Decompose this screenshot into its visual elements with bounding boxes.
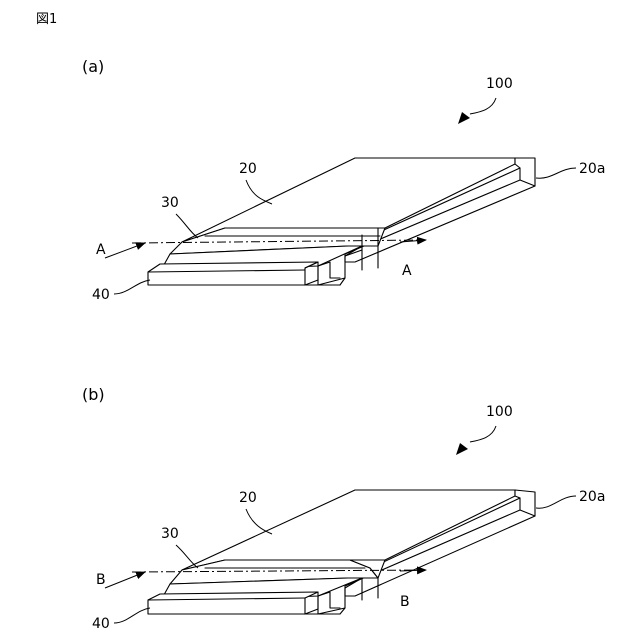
ref-arrowhead-100-b: [456, 443, 468, 455]
ref-device-100-b: 100: [486, 404, 513, 420]
lead-30-a: [176, 214, 198, 238]
panel-label-b: (b): [82, 385, 105, 404]
section-label-start-b: B: [96, 572, 106, 588]
ref-side-20a-b: 20a: [579, 489, 605, 505]
ref-body-20-a: 20: [239, 161, 257, 177]
section-label-end-a: A: [402, 263, 412, 279]
lead-20a-b: [536, 496, 576, 508]
ref-arrow-100-b: [470, 426, 496, 442]
lead-30-b: [176, 545, 198, 568]
device-drawing-b: [148, 490, 535, 614]
ref-arrowhead-100-a: [458, 112, 470, 124]
strip-40-bottom-end-a: [305, 280, 318, 285]
ref-arrow-100-a: [470, 98, 496, 114]
lead-20a-a: [536, 168, 576, 178]
body-top-surface-b: [182, 490, 515, 570]
ref-body-20-b: 20: [239, 490, 257, 506]
panel-label-a: (a): [82, 57, 104, 76]
ref-strip-40-b: 40: [92, 616, 110, 632]
strip-40-bottom-end-b: [305, 609, 318, 614]
ref-device-100-a: 100: [486, 76, 513, 92]
strip-40-b: [148, 592, 318, 614]
panel-b: (b) 100: [82, 385, 605, 632]
strip-40-a: [148, 262, 318, 285]
section-label-end-b: B: [400, 594, 410, 610]
lead-40-b: [114, 608, 150, 623]
section-arrow-start-b: [105, 572, 145, 588]
lead-40-a: [114, 280, 150, 294]
ref-layer-30-b: 30: [161, 526, 179, 542]
device-drawing-a: [148, 158, 535, 285]
panel-a: (a) 100: [82, 57, 605, 303]
section-arrow-start-a: [105, 243, 145, 258]
ref-strip-40-a: 40: [92, 287, 110, 303]
ref-layer-30-a: 30: [161, 195, 179, 211]
section-label-start-a: A: [96, 242, 106, 258]
figure-title: 図1: [36, 12, 57, 27]
ref-side-20a-a: 20a: [579, 161, 605, 177]
